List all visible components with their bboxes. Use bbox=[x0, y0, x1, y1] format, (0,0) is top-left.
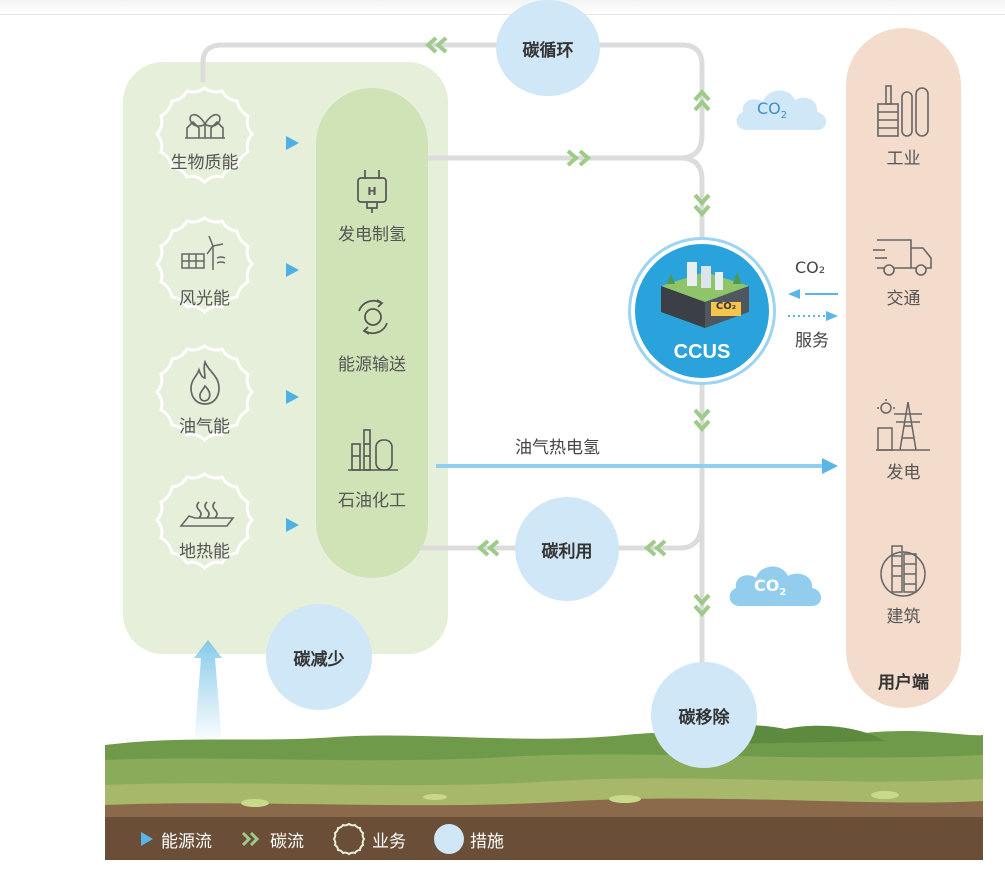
badge-icon bbox=[155, 344, 254, 443]
legend-business: 业务 bbox=[372, 831, 406, 852]
ccus-tag: CO₂ bbox=[715, 301, 737, 312]
badge-icon bbox=[155, 472, 254, 571]
co2-flow-label: CO₂ bbox=[795, 258, 826, 277]
measure-carbon-cycle: 碳循环 bbox=[496, 0, 600, 96]
hydrogen-plug-icon: H bbox=[357, 170, 387, 213]
carbon-flow-legend-icon bbox=[241, 831, 260, 847]
legend-energy-flow: 能源流 bbox=[161, 831, 212, 852]
wind-solar-icon bbox=[181, 235, 226, 270]
cloud-icon bbox=[729, 566, 821, 606]
business-legend-icon bbox=[332, 822, 366, 856]
measure-carbon-remove: 碳移除 bbox=[651, 662, 757, 768]
building-icon bbox=[880, 545, 926, 597]
user-end-title: 用户端 bbox=[878, 673, 929, 693]
legend-carbon-flow: 碳流 bbox=[270, 831, 304, 852]
source-label: 地热能 bbox=[179, 542, 230, 562]
measure-carbon-reduce: 碳减少 bbox=[266, 604, 372, 710]
flame-icon bbox=[190, 360, 220, 405]
source-item-geothermal: 地热能 bbox=[147, 468, 262, 583]
legend-measure: 措施 bbox=[470, 831, 504, 852]
conversion-label: 能源输送 bbox=[338, 355, 406, 375]
co2-text: CO2 bbox=[754, 576, 787, 599]
recycle-icon bbox=[358, 299, 388, 335]
source-item-oil-gas: 油气能 bbox=[147, 340, 262, 455]
source-item-biomass: 生物质能 bbox=[147, 82, 262, 197]
truck-icon bbox=[873, 239, 932, 276]
refinery-icon bbox=[348, 429, 398, 471]
ccus-plant-icon bbox=[661, 262, 749, 328]
user-label: 交通 bbox=[886, 289, 921, 309]
source-label: 风光能 bbox=[179, 289, 230, 309]
user-label: 工业 bbox=[886, 149, 921, 169]
top-bar bbox=[0, 0, 1005, 15]
ccus-node: CO₂ CCUS bbox=[631, 240, 773, 382]
geothermal-icon bbox=[179, 501, 235, 527]
user-end-panel bbox=[846, 28, 961, 708]
service-flow-label: 服务 bbox=[795, 331, 829, 351]
ground-illustration bbox=[105, 725, 983, 860]
co2-text: CO2 bbox=[757, 99, 788, 122]
measure-legend-icon bbox=[434, 824, 464, 854]
ccus-label: CCUS bbox=[673, 341, 731, 363]
co2-cloud-bottom: CO2 bbox=[726, 562, 826, 610]
legend: 能源流 碳流 业务 措施 bbox=[105, 818, 983, 860]
source-label: 生物质能 bbox=[170, 153, 239, 173]
conversion-label: 发电制氢 bbox=[338, 225, 406, 245]
svg-text:H: H bbox=[367, 185, 376, 198]
source-label: 油气能 bbox=[179, 417, 230, 437]
oil-gas-flow-label: 油气热电氢 bbox=[515, 438, 600, 458]
user-label: 建筑 bbox=[886, 607, 921, 627]
measure-carbon-use: 碳利用 bbox=[515, 497, 619, 601]
co2-cloud-top: CO2 bbox=[733, 84, 831, 134]
source-item-wind-solar: 风光能 bbox=[147, 212, 262, 327]
user-label: 发电 bbox=[886, 463, 921, 483]
energy-flow-legend-icon bbox=[141, 832, 153, 846]
factory-icon bbox=[877, 85, 929, 137]
cloud-icon bbox=[736, 90, 826, 130]
biomass-icon bbox=[185, 113, 225, 139]
power-tower-icon bbox=[876, 399, 930, 451]
conversion-label: 石油化工 bbox=[338, 491, 406, 511]
